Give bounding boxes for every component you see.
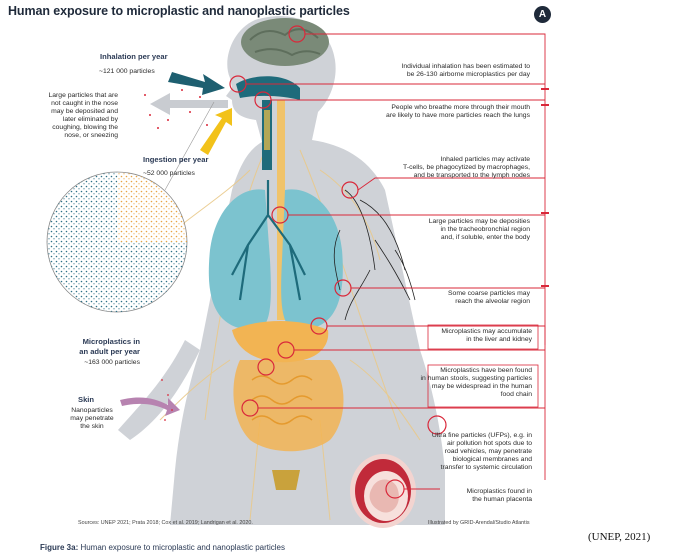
- sources-text: Sources: UNEP 2021; Prata 2018; Cox et a…: [78, 520, 253, 526]
- ingestion-value: ~52 000 particles: [143, 170, 195, 177]
- citation: (UNEP, 2021): [588, 531, 651, 543]
- skin-heading: Skin: [78, 395, 95, 404]
- annotation-inhalation-estimate: Individual inhalation has been estimated…: [401, 63, 530, 78]
- figure-caption: Figure 3a: Human exposure to microplasti…: [40, 543, 285, 552]
- caption-label: Figure 3a:: [40, 543, 79, 552]
- adult-value: ~163 000 particles: [84, 359, 140, 366]
- ingestion-heading: Ingestion per year: [143, 155, 209, 164]
- inhalation-heading: Inhalation per year: [100, 52, 168, 61]
- inhalation-value: ~121 000 particles: [99, 68, 155, 75]
- annotation-mouth-breathing: People who breathe more through their mo…: [386, 104, 530, 119]
- caption-text: Human exposure to microplastic and nanop…: [78, 543, 286, 552]
- panel-badge: A: [534, 6, 551, 23]
- credit-text: Illustrated by GRID-Arendal/Studio Atlan…: [428, 520, 530, 526]
- page-title: Human exposure to microplastic and nanop…: [8, 4, 350, 18]
